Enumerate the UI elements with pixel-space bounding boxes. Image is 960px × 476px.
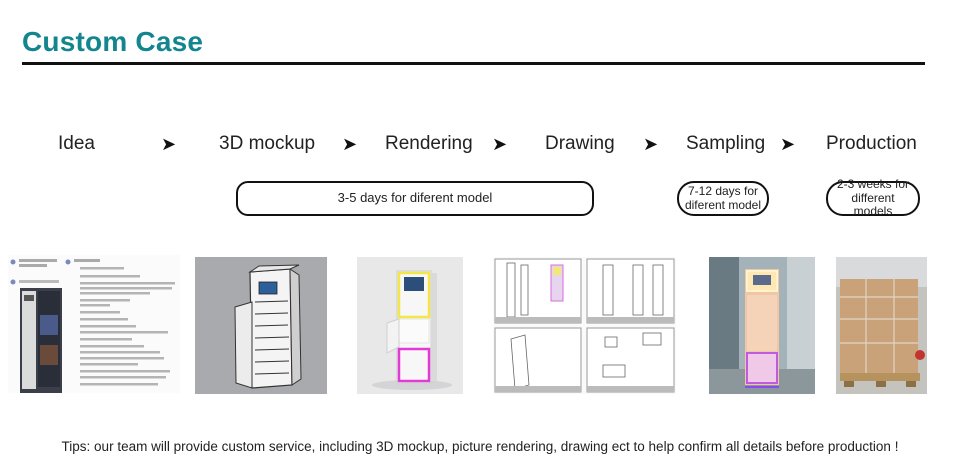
chat-screenshot-image <box>8 255 180 393</box>
sampling-duration-line2: diferent model <box>685 199 761 213</box>
step-3d-mockup: 3D mockup <box>219 133 315 155</box>
sample-photo-image <box>709 257 815 394</box>
title-divider <box>22 62 925 65</box>
arrow-icon: ➤ <box>161 135 176 153</box>
step-idea: Idea <box>58 133 95 155</box>
page-title: Custom Case <box>22 26 203 58</box>
step-production: Production <box>826 133 917 155</box>
arrow-icon: ➤ <box>342 135 357 153</box>
sampling-duration-line1: 7-12 days for <box>685 185 761 199</box>
technical-drawing-image <box>493 257 676 394</box>
3d-mockup-image <box>195 257 327 394</box>
arrow-icon: ➤ <box>643 135 658 153</box>
production-duration-line2: different models <box>832 192 914 220</box>
design-duration-text: 3-5 days for diferent model <box>338 191 493 206</box>
production-duration-line1: 2-3 weeks for <box>832 178 914 192</box>
design-duration-badge: 3-5 days for diferent model <box>236 181 594 216</box>
step-sampling: Sampling <box>686 133 765 155</box>
tips-note: Tips: our team will provide custom servi… <box>0 439 960 454</box>
sampling-duration-badge: 7-12 days for diferent model <box>677 181 769 216</box>
step-drawing: Drawing <box>545 133 615 155</box>
packed-pallet-image <box>836 257 927 394</box>
rendering-image <box>357 257 463 394</box>
arrow-icon: ➤ <box>780 135 795 153</box>
production-duration-badge: 2-3 weeks for different models <box>826 181 920 216</box>
step-rendering: Rendering <box>385 133 473 155</box>
arrow-icon: ➤ <box>492 135 507 153</box>
